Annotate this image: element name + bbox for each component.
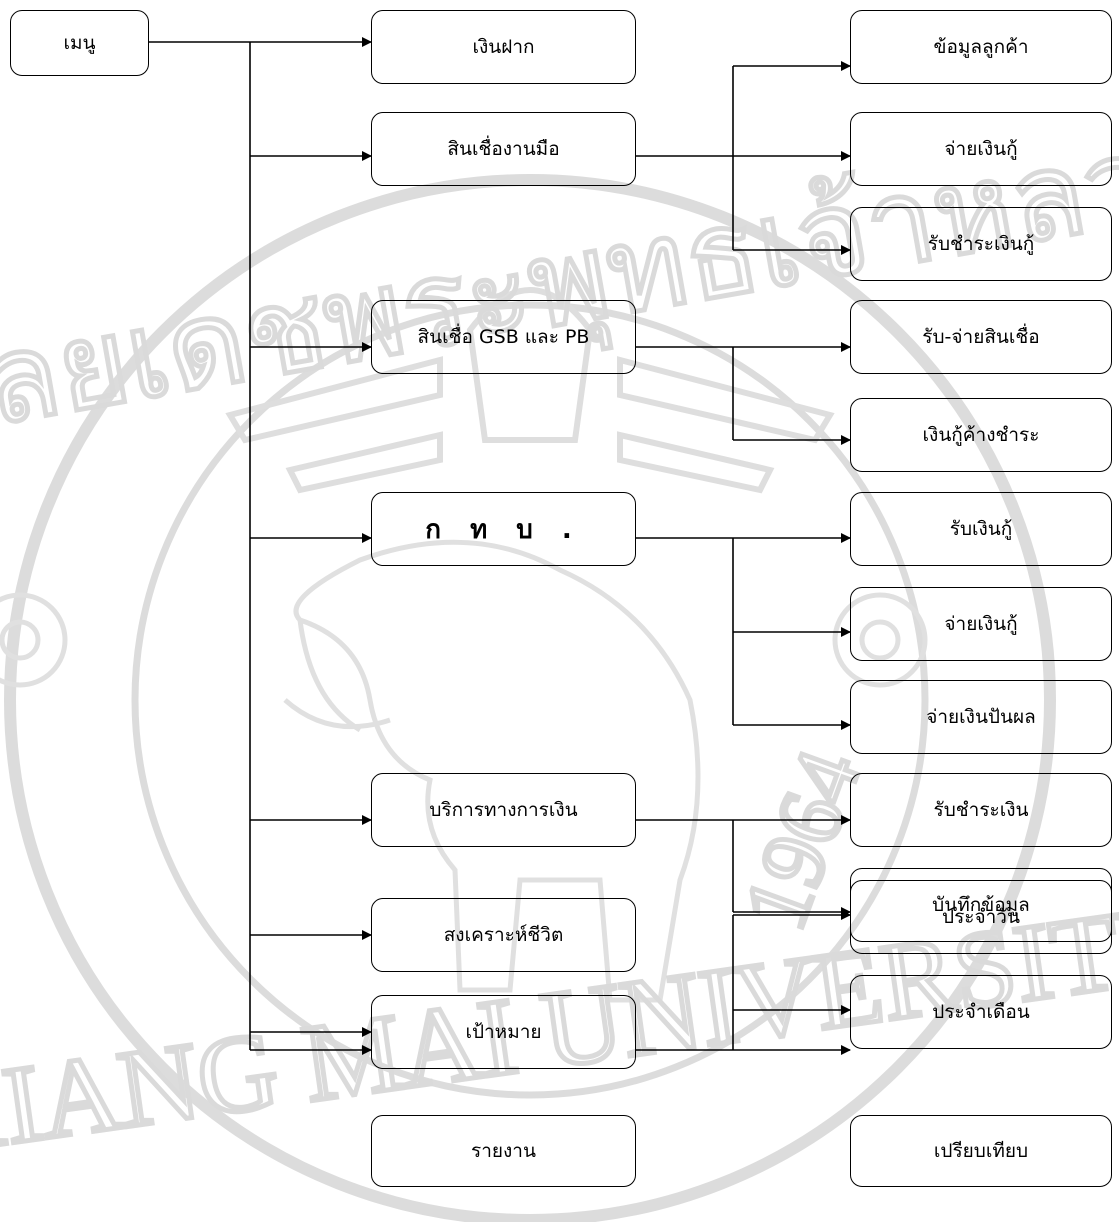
seal-rays (225, 287, 835, 494)
leaf-ktb-loan-payout[interactable]: จ่ายเงินกู้ (850, 587, 1112, 661)
leaf-label: เปรียบเทียบ (933, 1140, 1029, 1162)
leaf-credit-receive-pay[interactable]: รับ-จ่ายสินเชื่อ (850, 300, 1112, 374)
node-label: รายงาน (471, 1140, 536, 1162)
node-label: สินเชื่องานมือ (447, 138, 560, 160)
node-label: ก ท บ . (425, 514, 582, 545)
leaf-label: เงินกู้ค้างชำระ (922, 424, 1040, 446)
node-label: เงินฝาก (472, 36, 535, 58)
leaf-monthly-report[interactable]: ประจำเดือน (850, 975, 1112, 1049)
leaf-label: ข้อมูลลูกค้า (933, 36, 1029, 58)
elephant-icon (283, 539, 701, 1003)
node-label: เป้าหมาย (465, 1021, 542, 1043)
leaf-label: ประจำวัน (942, 906, 1020, 928)
node-financial-services[interactable]: บริการทางการเงิน (371, 773, 636, 847)
node-target[interactable]: เป้าหมาย (371, 995, 636, 1069)
leaf-dividend-payout[interactable]: จ่ายเงินปันผล (850, 680, 1112, 754)
flower-icon-right (832, 592, 928, 688)
leaf-label: รับเงินกู้ (949, 518, 1013, 540)
menu-root-label: เมนู (63, 32, 96, 54)
flower-icon-left (0, 592, 68, 688)
leaf-daily-report[interactable]: ประจำวัน (850, 880, 1112, 954)
leaf-customer-info[interactable]: ข้อมูลลูกค้า (850, 10, 1112, 84)
seal-inner-ring (131, 301, 929, 1099)
node-label: บริการทางการเงิน (429, 799, 578, 821)
node-label: สินเชื่อ GSB และ PB (417, 326, 590, 348)
leaf-label: ประจำเดือน (932, 1001, 1030, 1023)
leaf-overdue-loan[interactable]: เงินกู้ค้างชำระ (850, 398, 1112, 472)
node-label: สงเคราะห์ชีวิต (443, 924, 564, 946)
leaf-receive-payment[interactable]: รับชำระเงิน (850, 773, 1112, 847)
node-ktb[interactable]: ก ท บ . (371, 492, 636, 566)
node-deposit[interactable]: เงินฝาก (371, 10, 636, 84)
node-life-welfare[interactable]: สงเคราะห์ชีวิต (371, 898, 636, 972)
node-credit-gsb-pb[interactable]: สินเชื่อ GSB และ PB (371, 300, 636, 374)
leaf-label: รับชำระเงินกู้ (927, 233, 1035, 255)
leaf-loan-repayment[interactable]: รับชำระเงินกู้ (850, 207, 1112, 281)
leaf-label: จ่ายเงินปันผล (926, 706, 1036, 728)
leaf-label: บันทึกข้อมูล (932, 894, 1030, 916)
seal-outer-ring (4, 174, 1056, 1222)
node-report[interactable]: รายงาน (371, 1115, 636, 1187)
leaf-comparison-report[interactable]: เปรียบเทียบ (850, 1115, 1112, 1187)
leaf-label: จ่ายเงินกู้ (944, 138, 1018, 160)
leaf-label: รับชำระเงิน (933, 799, 1029, 821)
leaf-label: จ่ายเงินกู้ (944, 613, 1018, 635)
menu-root-node[interactable]: เมนู (10, 10, 149, 76)
node-credit-manual[interactable]: สินเชื่องานมือ (371, 112, 636, 186)
leaf-label: รับ-จ่ายสินเชื่อ (922, 326, 1040, 348)
leaf-receive-loan[interactable]: รับเงินกู้ (850, 492, 1112, 566)
leaf-loan-payout[interactable]: จ่ายเงินกู้ (850, 112, 1112, 186)
